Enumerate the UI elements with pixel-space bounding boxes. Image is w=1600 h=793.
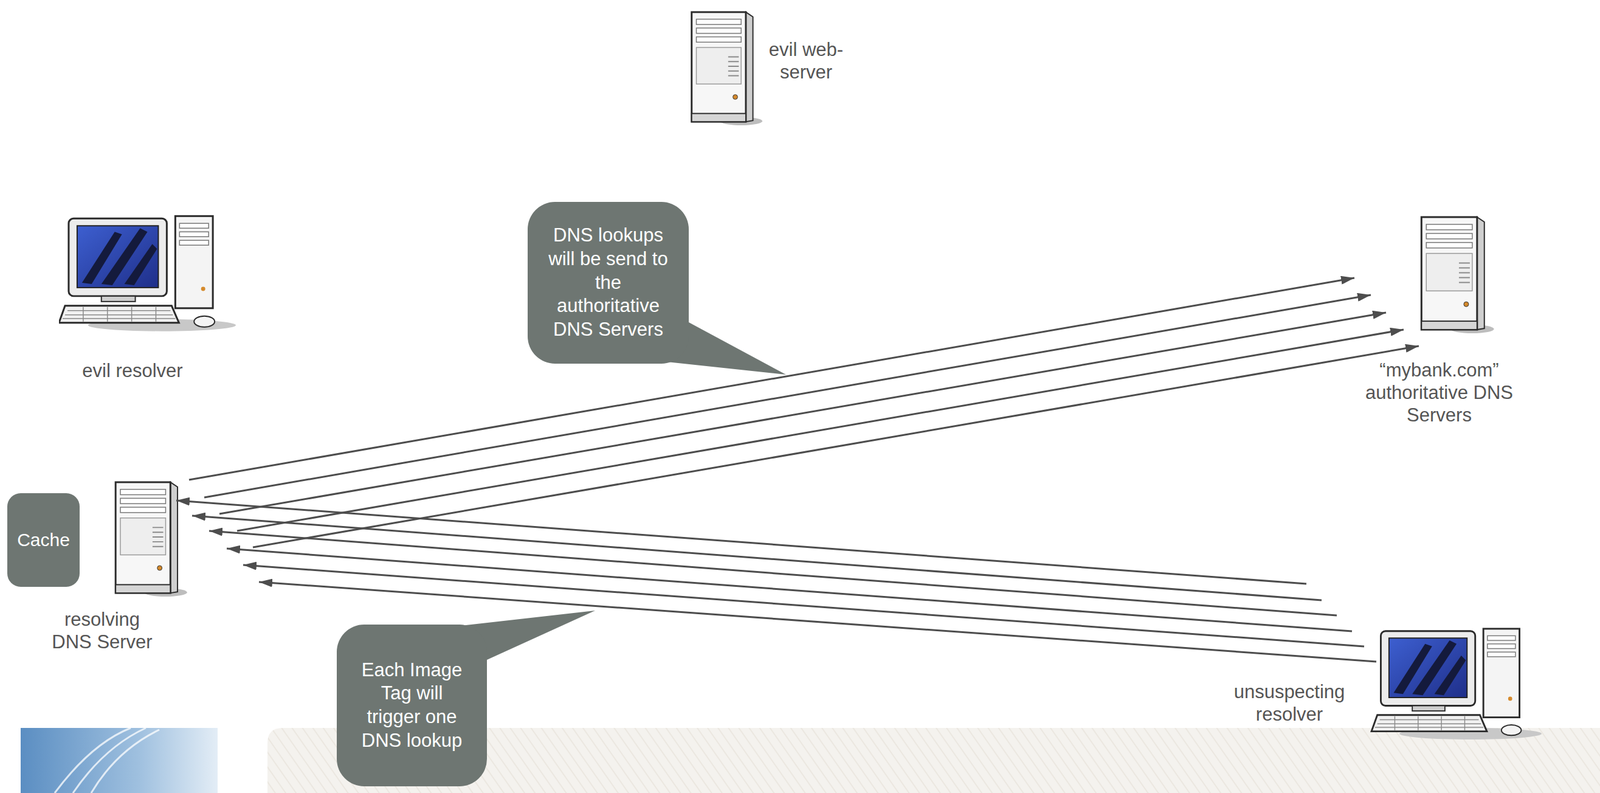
cache-box: Cache [7,493,80,587]
computer-icon [58,215,236,331]
lookup-arrow [219,312,1387,514]
computer-icon [1371,628,1542,740]
node-label: “mybank.com” authoritative DNS Servers [1361,358,1517,427]
lookup-arrow [209,530,1337,616]
lookup-arrow [189,277,1355,480]
bubble-text: Each Image Tag will trigger one DNS look… [357,658,467,753]
lookup-arrow [252,345,1419,548]
bubble-text: DNS lookups will be send to the authorit… [544,223,673,342]
lookup-arrow [204,294,1371,498]
lookup-arrow [176,500,1307,584]
node-label: evil resolver [41,359,224,382]
dns-server: resolving DNS Server [110,479,190,597]
server-icon [1421,217,1494,334]
dns-server: “mybank.com” authoritative DNS Servers [1416,214,1496,334]
resolver-computer: evil resolver [58,214,238,332]
callout-bubble: Each Image Tag will trigger one DNS look… [336,624,487,787]
server-icon [115,482,188,597]
node-label: evil web-server [754,38,858,84]
lookup-arrow [192,515,1322,600]
footer-swirl [54,727,160,793]
server-icon [691,12,763,126]
node-label: resolving DNS Server [44,607,160,653]
node-label: unsuspecting resolver [1225,680,1354,726]
lookup-arrow [237,329,1404,531]
callout-bubble: DNS lookups will be send to the authorit… [527,201,689,364]
bubble-text: Cache [10,528,78,552]
footer-image [20,727,218,793]
resolver-computer: unsuspecting resolver [1367,627,1547,740]
web-server: evil web-server [686,7,764,128]
lookup-arrow [226,548,1352,632]
